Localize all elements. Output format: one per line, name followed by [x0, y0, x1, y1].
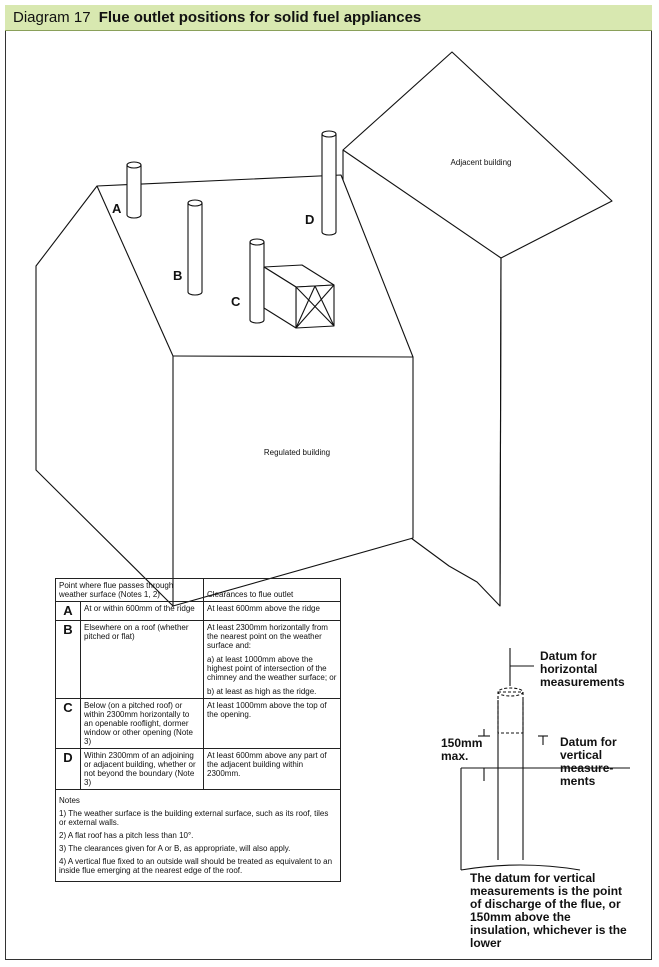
flue-label-a: A	[112, 201, 122, 216]
dormer-window	[263, 264, 335, 329]
flue-label-b: B	[173, 268, 182, 283]
flue-label-d: D	[305, 212, 314, 227]
regulated-building-label: Regulated building	[264, 448, 330, 457]
row-where: Elsewhere on a roof (whether pitched or …	[80, 620, 204, 699]
row-clearance-group: At least 2300mm horizontally from the ne…	[203, 620, 341, 699]
row-where: At or within 600mm of the ridge	[80, 601, 204, 621]
table-row: A At or within 600mm of the ridge At lea…	[55, 601, 341, 621]
note-3: 3) The clearances given for A or B, as a…	[59, 844, 291, 853]
row-clearance: At least 1000mm above the top of the ope…	[203, 698, 341, 749]
flue-c	[249, 238, 265, 324]
notes-title: Notes	[59, 796, 80, 805]
row-clearance: At least 600mm above any part of the adj…	[203, 748, 341, 790]
dimension-max: max.	[441, 749, 469, 763]
row-letter: A	[55, 601, 81, 621]
datum-detail	[460, 648, 630, 871]
row-clearance-a: a) at least 1000mm above the highest poi…	[207, 655, 337, 682]
row-clearance: At least 600mm above the ridge	[203, 601, 341, 621]
row-clearance: At least 2300mm horizontally from the ne…	[207, 623, 328, 650]
table-header-point: Point where flue passes through weather …	[55, 578, 204, 602]
table-header-clearance: Clearances to flue outlet	[203, 578, 341, 602]
adjacent-building-label: Adjacent building	[451, 158, 512, 167]
dimension-label: 150mm max.	[441, 737, 482, 763]
note-2: 2) A flat roof has a pitch less than 10°…	[59, 831, 194, 840]
row-letter: D	[55, 748, 81, 790]
datum-vertical-label: Datum for vertical measure-ments	[560, 735, 617, 788]
clearance-table: Point where flue passes through weather …	[55, 578, 341, 882]
row-where: Within 2300mm of an adjoining or adjacen…	[80, 748, 204, 790]
row-where: Below (on a pitched roof) or within 2300…	[80, 698, 204, 749]
flue-a	[126, 161, 142, 219]
note-4: 4) A vertical flue fixed to an outside w…	[59, 857, 333, 875]
flue-b	[187, 199, 203, 296]
diagram-title: Flue outlet positions for solid fuel app…	[98, 9, 422, 26]
flue-d	[321, 130, 337, 236]
datum-horizontal-label: Datum for horizontal measurements	[540, 649, 625, 689]
diagram-number: Diagram 17	[13, 9, 91, 26]
table-row: D Within 2300mm of an adjoining or adjac…	[55, 748, 341, 790]
row-letter: C	[55, 698, 81, 749]
detail-caption: The datum for vertical measurements is t…	[470, 871, 627, 950]
dimension-value: 150mm	[441, 736, 483, 750]
table-notes: Notes 1) The weather surface is the buil…	[55, 789, 341, 882]
title-bar: Diagram 17 Flue outlet positions for sol…	[5, 5, 652, 31]
row-letter: B	[55, 620, 81, 699]
row-clearance-b: b) at least as high as the ridge.	[207, 687, 317, 696]
table-row: C Below (on a pitched roof) or within 23…	[55, 698, 341, 749]
regulated-building: Regulated building	[35, 174, 414, 607]
note-1: 1) The weather surface is the building e…	[59, 809, 329, 827]
table-row: B Elsewhere on a roof (whether pitched o…	[55, 620, 341, 699]
flue-label-c: C	[231, 294, 241, 309]
